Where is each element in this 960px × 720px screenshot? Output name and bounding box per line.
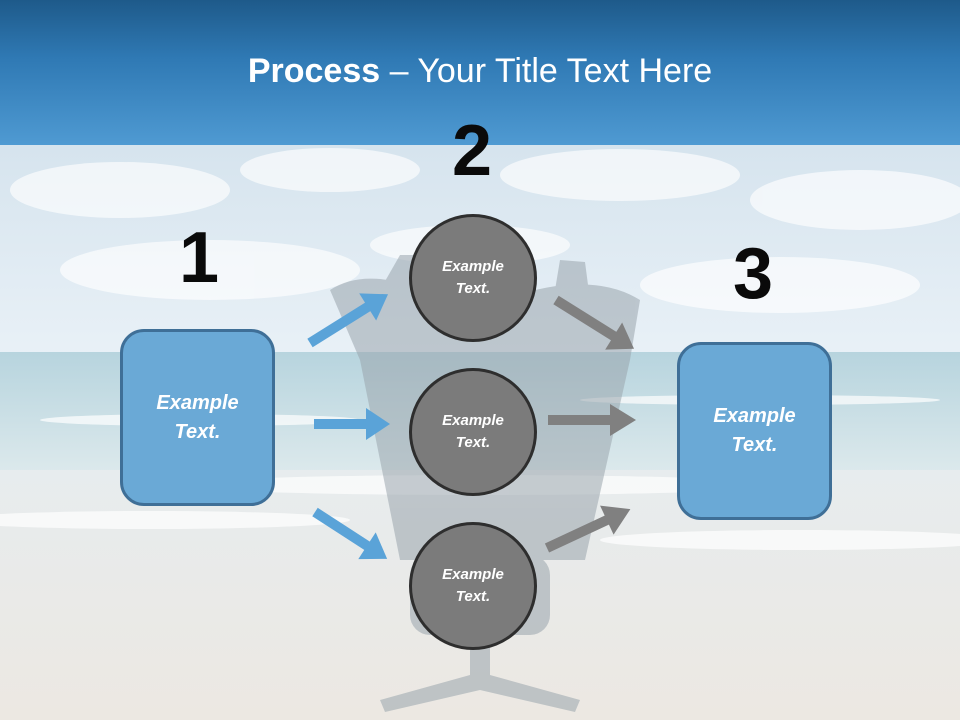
step-2-circle-bottom: Example Text. — [409, 522, 537, 650]
arrow-blue-up — [307, 293, 389, 348]
page-title: Process – Your Title Text Here — [0, 52, 960, 91]
title-bold: Process — [247, 52, 381, 90]
circle-top-text: Example Text. — [442, 257, 504, 298]
arrow-blue-mid — [314, 408, 390, 440]
step-box-1: Example Text. — [120, 329, 275, 506]
arrow-blue-down — [312, 507, 388, 560]
arrow-gray-up — [553, 295, 635, 350]
step-box-3-text: Example Text. — [713, 405, 796, 456]
step-number-2: 2 — [451, 111, 493, 191]
step-number-1: 1 — [178, 218, 220, 298]
step-box-3: Example Text. — [677, 342, 832, 520]
title-rest: – Your Title Text Here — [380, 52, 713, 90]
title-bar — [0, 0, 960, 145]
circle-middle-text: Example Text. — [442, 411, 504, 452]
step-2-circle-middle: Example Text. — [409, 368, 537, 496]
step-2-circle-top: Example Text. — [409, 214, 537, 342]
arrow-gray-down — [544, 505, 631, 553]
circle-bottom-text: Example Text. — [442, 565, 504, 606]
arrow-gray-mid — [548, 404, 636, 436]
step-number-3: 3 — [732, 234, 774, 314]
step-box-1-text: Example Text. — [156, 391, 239, 443]
